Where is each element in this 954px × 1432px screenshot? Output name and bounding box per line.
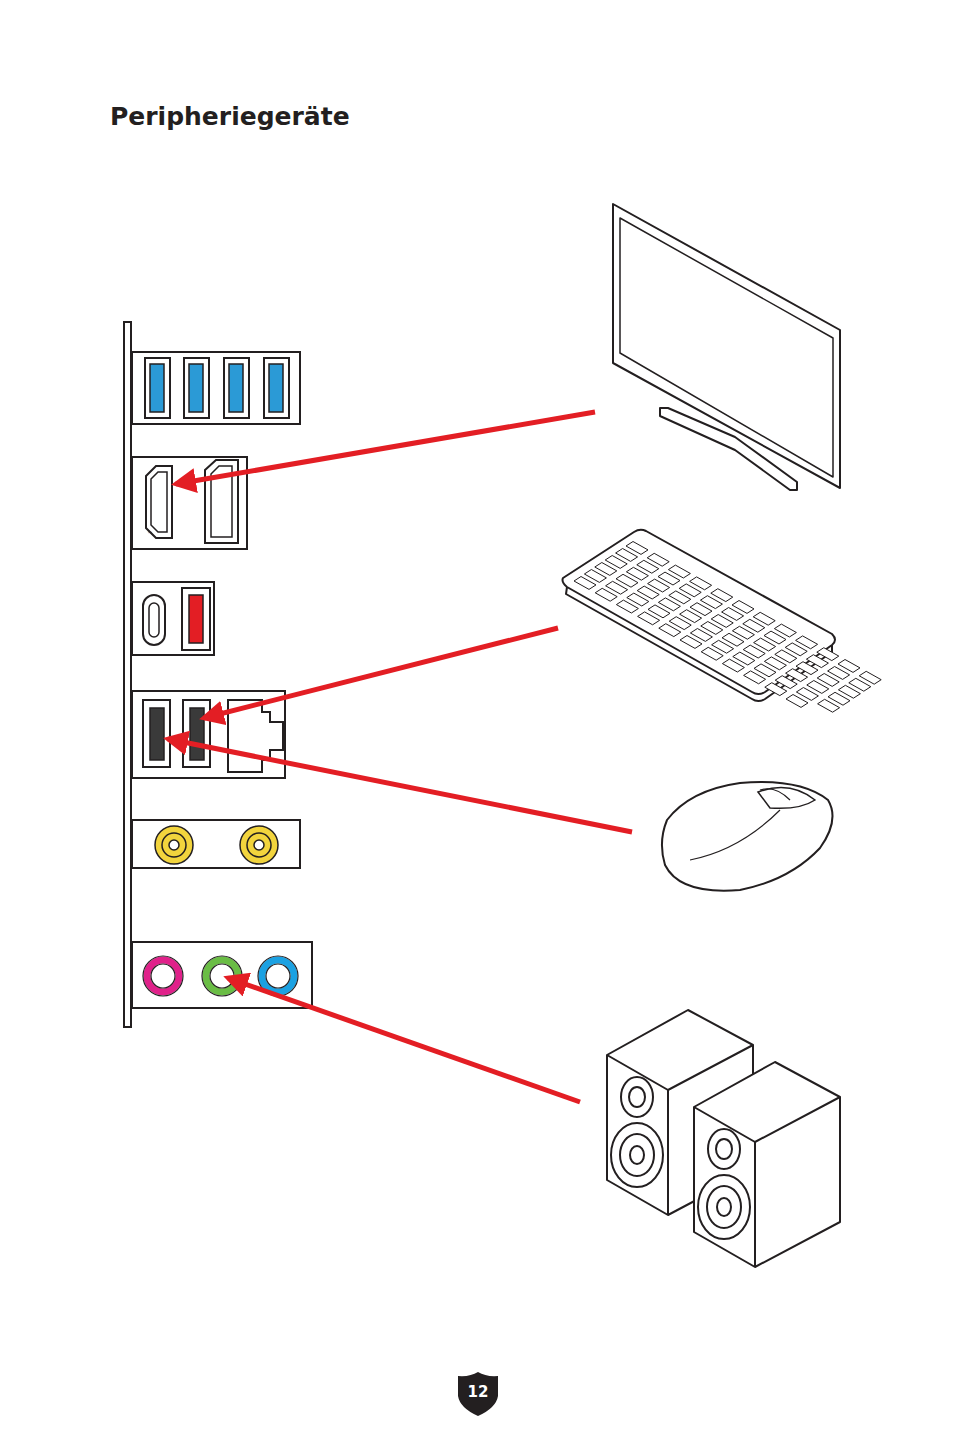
page-title: Peripheriegeräte <box>110 102 350 131</box>
page-number-badge: 12 <box>458 1372 498 1416</box>
trademark-mark: ™ <box>147 530 153 537</box>
page-number: 12 <box>468 1383 489 1401</box>
